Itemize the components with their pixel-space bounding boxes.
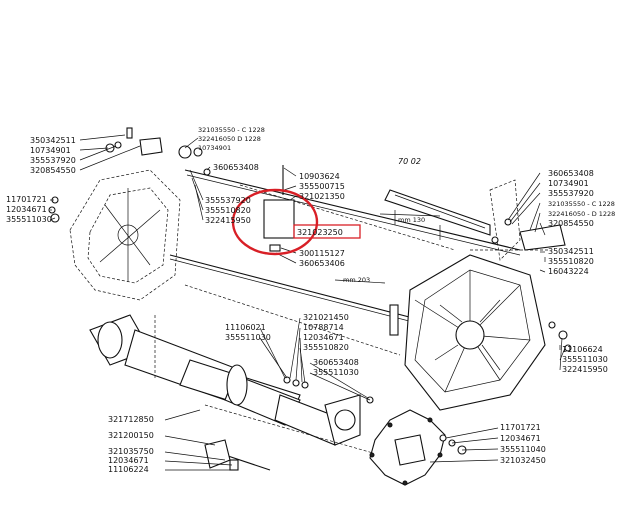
part-number: 355511040 — [500, 445, 546, 454]
part-number: 360653408 — [313, 358, 359, 367]
part-number: 355537920 — [30, 156, 76, 165]
part-number: 360653408 — [548, 169, 594, 178]
dimensions — [334, 213, 441, 284]
part-number: 355511030 — [562, 355, 608, 364]
dimension-label: mm 130 — [398, 216, 425, 224]
left-plate — [69, 169, 181, 301]
part-number: 322416050 D 1228 — [198, 135, 261, 143]
highlight-circle — [231, 188, 319, 256]
part-number: 321035550 - C 1228 — [548, 200, 615, 208]
part-labels: 350342511 10734901 355537920 320854550 1… — [6, 126, 615, 474]
part-number: 12034671 — [108, 456, 149, 465]
part-number: 11106624 — [562, 345, 603, 354]
part-number: 300115127 — [299, 249, 345, 258]
leader-lines — [49, 134, 566, 471]
rail-7002 — [384, 189, 491, 240]
part-number: 355511030 — [225, 333, 271, 342]
bottom-tube — [89, 314, 381, 471]
right-plate — [470, 179, 550, 261]
part-number: 360653408 — [213, 163, 259, 172]
part-number: 11701721 — [500, 423, 541, 432]
part-number: 321200150 — [108, 431, 154, 440]
part-number: 355510820 — [303, 343, 349, 352]
part-number: 321712850 — [108, 415, 154, 424]
part-number: 355537920 — [548, 189, 594, 198]
part-number: 10734901 — [548, 179, 589, 188]
part-number: 16043224 — [548, 267, 589, 276]
part-number: 12034671 — [6, 205, 47, 214]
dimension-label: mm 203 — [343, 276, 370, 284]
part-number: 360653406 — [299, 259, 345, 268]
part-number: 322416050 - D 1228 — [548, 210, 615, 218]
part-number: 350342511 — [548, 247, 594, 256]
reference-label: 70 02 — [398, 157, 421, 166]
highlight-box — [293, 224, 361, 239]
part-number: 355537920 — [205, 196, 251, 205]
part-number: 321032450 — [500, 456, 546, 465]
part-number: 11106224 — [108, 465, 149, 474]
part-number: 321035550 - C 1228 — [198, 126, 265, 134]
part-number: 355510820 — [205, 206, 251, 215]
part-number: 355511030 — [6, 215, 52, 224]
part-number: 10734901 — [198, 144, 231, 152]
highlighted-part-number: 321023250 — [297, 228, 343, 237]
part-number: 12034671 — [303, 333, 344, 342]
part-number: 321021450 — [303, 313, 349, 322]
part-number: 355511030 — [313, 368, 359, 377]
part-number: 322415950 — [205, 216, 251, 225]
part-number: 320854550 — [30, 166, 76, 175]
part-number: 321021350 — [299, 192, 345, 201]
part-number: 322415950 — [562, 365, 608, 374]
part-number: 355510820 — [548, 257, 594, 266]
part-number: 355500715 — [299, 182, 345, 191]
part-number: 11701721 — [6, 195, 47, 204]
hardware — [48, 127, 572, 455]
part-number: 321035750 — [108, 447, 154, 456]
part-number: 320854550 — [548, 219, 594, 228]
part-number: 10734901 — [30, 146, 71, 155]
part-number: 10788714 — [303, 323, 344, 332]
part-number: 10903624 — [299, 172, 340, 181]
part-number: 350342511 — [30, 136, 76, 145]
star-hub — [369, 409, 446, 486]
hex-reel — [404, 254, 546, 411]
part-number: 11106021 — [225, 323, 266, 332]
part-number: 12034671 — [500, 434, 541, 443]
